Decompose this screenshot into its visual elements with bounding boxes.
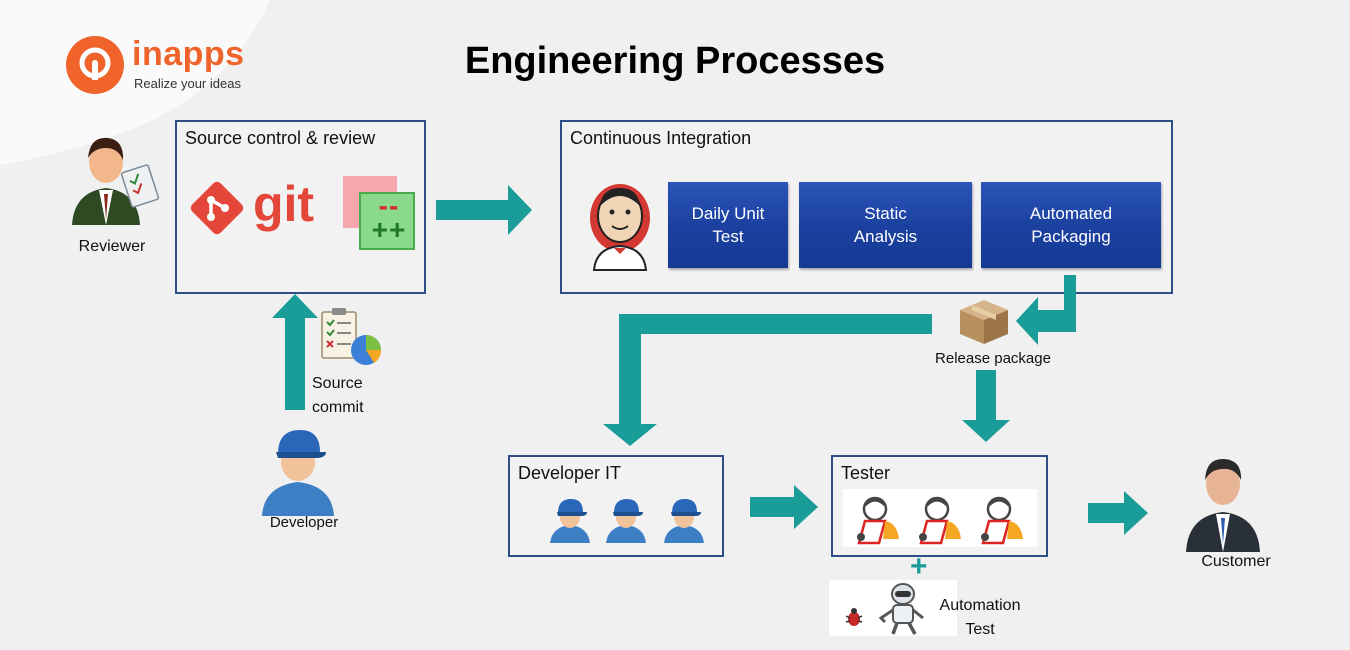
plus-sign: + (910, 550, 928, 583)
arrow-source-to-ci (436, 185, 532, 235)
ci-step-static-analysis: Static Analysis (799, 182, 972, 268)
tester-icon (919, 496, 961, 545)
diff-minus-marker: -- (378, 190, 400, 221)
arrow-packaging-to-release (1016, 275, 1076, 345)
brand-tagline: Realize your ideas (134, 76, 241, 91)
robot-icon (878, 583, 924, 635)
ci-step-automated-packaging: Automated Packaging (981, 182, 1161, 268)
arrow-tester-to-customer (1088, 491, 1148, 535)
source-commit-label: Source commit (312, 375, 364, 416)
page-title: Engineering Processes (464, 40, 886, 82)
tester-title: Tester (841, 463, 891, 483)
automation-robot-panel (829, 580, 957, 636)
bug-icon (845, 608, 863, 626)
diff-added-block: -- ++ (359, 192, 415, 250)
arrow-developer-it-to-tester (750, 485, 818, 529)
developer-icon (262, 430, 334, 516)
jenkins-butler-icon (590, 184, 650, 271)
package-box-icon (960, 300, 1008, 344)
background-shape (0, 0, 270, 165)
continuous-integration-box: Continuous Integration Daily Unit Test S… (560, 120, 1173, 294)
reviewer-label: Reviewer (78, 238, 146, 255)
customer-label: Customer (1201, 553, 1271, 570)
brand-logo-mark (66, 36, 124, 94)
brand-logo: inapps Realize your ideas (66, 36, 276, 96)
developer-it-member-icon (550, 499, 590, 543)
brand-name: inapps (132, 35, 245, 73)
developer-it-member-icon (664, 499, 704, 543)
developer-it-member-icon (606, 499, 646, 543)
developer-it-title: Developer IT (518, 463, 622, 483)
diff-plus-marker: ++ (371, 214, 407, 245)
tester-icon (981, 496, 1023, 545)
developer-label: Developer (269, 514, 339, 531)
tester-box: Tester (831, 455, 1048, 557)
customer-icon (1186, 458, 1260, 552)
tester-team-strip (843, 489, 1037, 547)
tester-icon (857, 496, 899, 545)
report-chart-icon (321, 308, 382, 365)
arrow-developer-to-source (272, 294, 318, 410)
git-logo-icon (190, 181, 244, 235)
developer-it-box: Developer IT (508, 455, 724, 557)
ci-title: Continuous Integration (570, 128, 752, 148)
source-control-box: Source control & review git -- ++ (175, 120, 426, 294)
ci-step-daily-unit-test: Daily Unit Test (668, 182, 788, 268)
arrow-release-to-tester (962, 370, 1010, 442)
source-control-title: Source control & review (185, 128, 376, 148)
automation-test-label: Automation Test (939, 597, 1021, 638)
reviewer-icon (72, 137, 160, 225)
git-wordmark: git (253, 176, 315, 232)
arrow-release-to-developer-it (603, 314, 932, 446)
release-package-label: Release package (935, 350, 1051, 367)
